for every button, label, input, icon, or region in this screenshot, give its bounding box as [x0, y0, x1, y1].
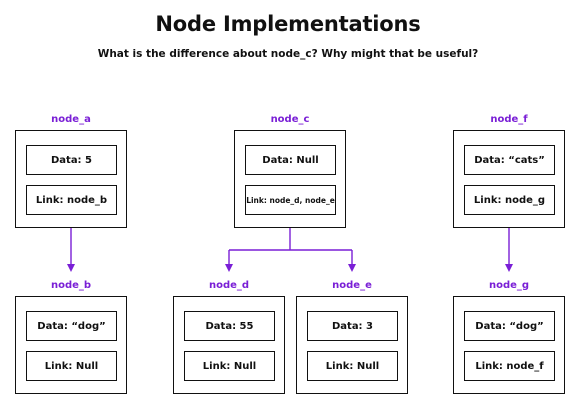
node-a: Data: 5 Link: node_b	[15, 130, 127, 228]
node-c-data-field: Data: Null	[245, 145, 336, 175]
node-c: Data: Null Link: node_d, node_e	[234, 130, 346, 228]
node-e-link-field: Link: Null	[307, 351, 398, 381]
node-d-data-field: Data: 55	[184, 311, 275, 341]
node-f-label: node_f	[490, 114, 528, 125]
diagram-title: Node Implementations	[155, 12, 421, 36]
node-a-label: node_a	[51, 114, 91, 125]
node-d-label: node_d	[208, 280, 250, 291]
node-f: Data: “cats” Link: node_g	[453, 130, 565, 228]
node-b-link-field: Link: Null	[26, 351, 117, 381]
node-b-label: node_b	[50, 280, 92, 291]
node-e-data-field: Data: 3	[307, 311, 398, 341]
node-g: Data: “dog” Link: node_f	[453, 296, 565, 394]
node-f-data-field: Data: “cats”	[464, 145, 555, 175]
node-a-link-field: Link: node_b	[26, 185, 117, 215]
node-a-data-field: Data: 5	[26, 145, 117, 175]
node-d: Data: 55 Link: Null	[173, 296, 285, 394]
diagram-subtitle: What is the difference about node_c? Why…	[97, 48, 479, 60]
node-c-link-field: Link: node_d, node_e	[245, 185, 336, 215]
node-b-data-field: Data: “dog”	[26, 311, 117, 341]
node-e-label: node_e	[332, 280, 372, 291]
node-b: Data: “dog” Link: Null	[15, 296, 127, 394]
node-g-label: node_g	[488, 280, 530, 291]
node-c-label: node_c	[270, 114, 310, 125]
node-d-link-field: Link: Null	[184, 351, 275, 381]
node-f-link-field: Link: node_g	[464, 185, 555, 215]
node-g-data-field: Data: “dog”	[464, 311, 555, 341]
node-e: Data: 3 Link: Null	[296, 296, 408, 394]
node-g-link-field: Link: node_f	[464, 351, 555, 381]
